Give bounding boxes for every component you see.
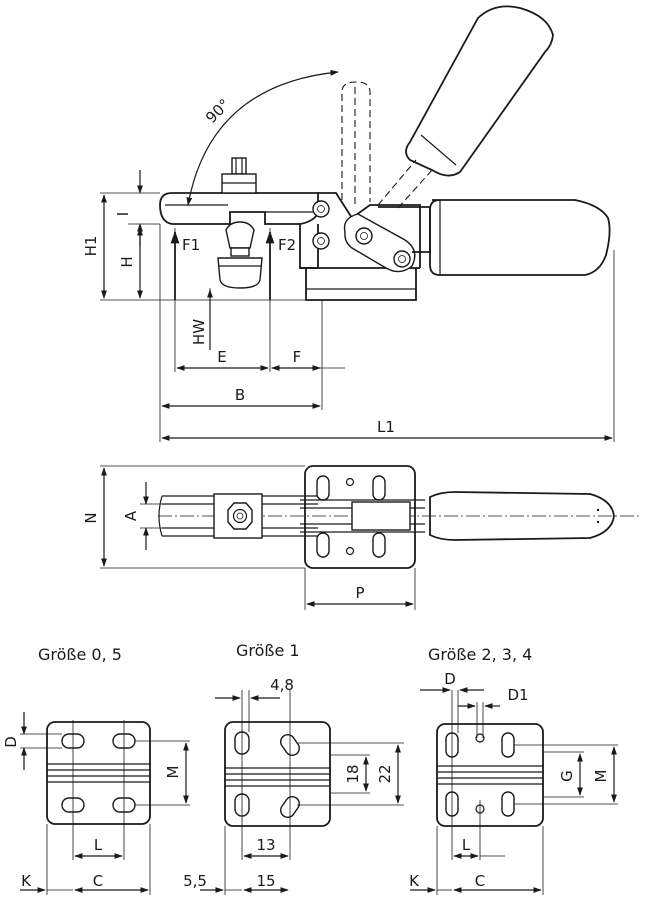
- dim-label-n: N: [82, 512, 100, 523]
- dim-label-m: M: [592, 770, 610, 783]
- dim-label-i: I: [114, 212, 132, 216]
- force-label-f1: F1: [182, 236, 200, 254]
- top-view: N A P: [82, 465, 640, 610]
- dim-label-g: G: [558, 770, 576, 782]
- variant-title-0-5: Größe 0, 5: [38, 645, 122, 664]
- top-dimension-labels: N A P: [82, 510, 365, 602]
- top-arm: [158, 493, 318, 539]
- dim-label-hw: HW: [190, 319, 208, 345]
- force-label-f2: F2: [278, 236, 296, 254]
- side-view: 90°: [82, 5, 615, 442]
- dim-label-c: C: [93, 872, 103, 890]
- dim-label-e: E: [217, 348, 226, 366]
- variant-size-1: Größe 1 4,8 18 22 13 5,5 15: [183, 641, 404, 895]
- linkage: [312, 200, 416, 273]
- spindle-nut: [221, 157, 257, 194]
- dim-label-l: L: [462, 836, 471, 854]
- dim-label-15: 15: [256, 872, 275, 890]
- dim-label-d: D: [444, 670, 456, 688]
- dim-label-p: P: [355, 584, 364, 602]
- dim-label-13: 13: [256, 836, 275, 854]
- angle-label: 90°: [202, 95, 234, 127]
- dim-label-4-8: 4,8: [270, 676, 294, 694]
- side-dimension-labels: I H H1 F1 F2 HW E F B L1: [82, 212, 395, 436]
- dim-label-k: K: [409, 872, 420, 890]
- variant-title-1: Größe 1: [236, 641, 300, 660]
- dim-label-h1: H1: [82, 236, 100, 257]
- side-dimensions: [100, 170, 615, 442]
- dashed-inclined-handle: [377, 5, 554, 209]
- dashed-vertical-handle: [341, 81, 371, 204]
- top-dimensions: [100, 465, 416, 610]
- clamp-arm: [159, 192, 319, 225]
- top-handle: [429, 491, 615, 541]
- variant-size-0-5: Größe 0, 5 D M L K C: [2, 645, 190, 895]
- variant-size-2-3-4: Größe 2, 3, 4 D D1: [409, 645, 618, 895]
- dim-label-f: F: [293, 348, 302, 366]
- dim-label-5-5: 5,5: [183, 872, 207, 890]
- horizontal-handle: [378, 199, 611, 276]
- spindle-pressure-pad: [217, 221, 263, 289]
- top-base-plate: [300, 465, 425, 569]
- dim-label-l1: L1: [377, 418, 395, 436]
- dim-label-k: K: [21, 872, 32, 890]
- dim-label-m: M: [164, 766, 182, 779]
- angle-arc: 90°: [186, 69, 339, 206]
- dim-label-22: 22: [376, 764, 394, 783]
- dim-label-d: D: [2, 736, 20, 748]
- dim-label-d1: D1: [507, 686, 528, 704]
- dim-label-c: C: [475, 872, 485, 890]
- dim-label-l: L: [94, 836, 103, 854]
- variant-title-2-3-4: Größe 2, 3, 4: [428, 645, 532, 664]
- dim-label-b: B: [235, 386, 245, 404]
- dim-label-h: H: [118, 256, 136, 267]
- dim-label-a: A: [122, 510, 140, 521]
- dim-label-18: 18: [344, 764, 362, 783]
